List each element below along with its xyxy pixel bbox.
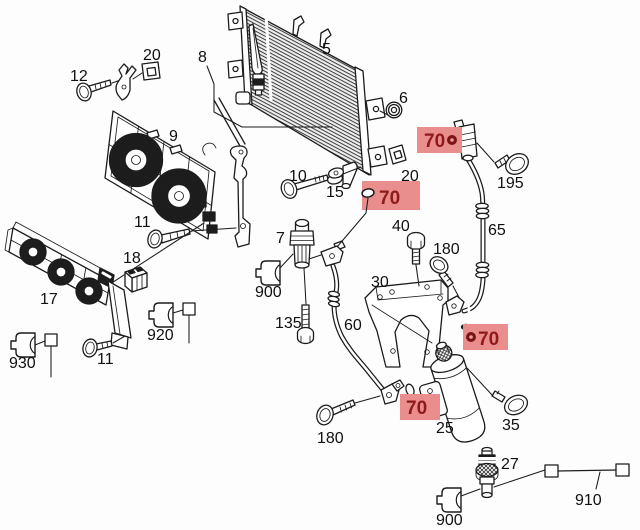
label-clip-20-top: 20 [143,47,161,64]
label-switch-27: 27 [501,456,519,473]
label-connector-900-bottom: 900 [436,512,463,529]
label-clip-20-right: 20 [401,168,419,185]
bolt-11-top [147,227,237,249]
aux-shroud-17 [4,221,132,350]
wire-910 [544,463,630,490]
label-bolt-11-top: 11 [134,214,151,231]
label-bolt-10: 10 [289,168,307,185]
highlight-70-drier-outlet[interactable]: 70 [400,394,440,420]
label-insert-8: 8 [198,49,207,66]
highlight-70-condenser-outlet[interactable]: 70 [336,181,420,248]
label-bolt-180-right: 180 [433,241,460,258]
label-shroud-17: 17 [40,291,58,308]
relay-18 [124,266,148,293]
label-bolt-135: 135 [275,315,302,332]
fan-left [108,132,164,188]
label-grommet-6: 6 [399,90,408,107]
bolt-180-bottom [316,395,381,426]
highlight-70-drier-outlet-label[interactable]: 70 [406,398,427,419]
valve-7 [289,218,315,305]
label-relay-18: 18 [123,250,141,267]
highlight-70-drier-inlet[interactable]: 70 [463,324,508,350]
label-washer-15: 15 [326,184,344,201]
label-fan-shroud-9: 9 [169,128,178,145]
highlight-70-top-right[interactable]: 70 [417,127,462,153]
label-drier-25: 25 [436,420,454,437]
hose-60 [308,240,405,405]
fan-shroud-9 [104,110,218,240]
clip-20-right [388,144,407,165]
bolt-35 [466,367,529,416]
label-bolt-195: 195 [497,175,524,192]
highlight-70-top-right-label[interactable]: 70 [424,131,445,152]
bolt-135 [296,304,315,345]
label-valve-7: 7 [276,230,285,247]
grommet-6 [379,101,403,119]
label-bolt-12: 12 [70,68,88,85]
hose-65 [461,153,490,314]
bolt-12 [76,77,127,102]
highlight-70-drier-inlet-label[interactable]: 70 [478,329,499,350]
label-bolt-180-bottom: 180 [317,430,344,447]
fan-bracket [202,97,251,248]
label-wire-910: 910 [575,492,602,509]
fan-right [151,168,207,224]
label-hose-65: 65 [488,222,506,239]
condenser-core [227,5,388,190]
pressure-switch-27 [475,446,546,499]
highlight-70-condenser-outlet-label[interactable]: 70 [379,188,400,209]
label-connector-920: 920 [147,327,174,344]
washer-15 [326,166,362,185]
label-bracket-30: 30 [371,274,389,291]
bolt-40 [406,231,426,287]
drier-insert-8 [206,23,333,128]
bolt-11-bottom [82,335,126,358]
label-bolt-11-bottom: 11 [97,351,114,368]
part-labels: 12 20 8 5 6 9 10 15 20 11 7 195 65 180 4… [9,41,602,529]
connector-900-bottom [436,487,481,513]
label-connector-930: 930 [9,355,36,372]
label-connector-900-left: 900 [255,284,282,301]
label-hose-60: 60 [344,317,362,334]
label-bolt-35: 35 [502,417,520,434]
clip-20-top [132,61,161,81]
label-condenser-5: 5 [322,41,331,58]
connector-930 [10,332,58,378]
label-bolt-40: 40 [392,218,410,235]
bolt-195 [476,142,529,175]
bracket-30 [364,279,449,368]
bolt-180-right [429,256,463,304]
bolt-10 [280,174,329,199]
connector-900-left [255,253,294,286]
connector-920 [148,302,196,344]
mount-bracket-12 [115,63,137,101]
